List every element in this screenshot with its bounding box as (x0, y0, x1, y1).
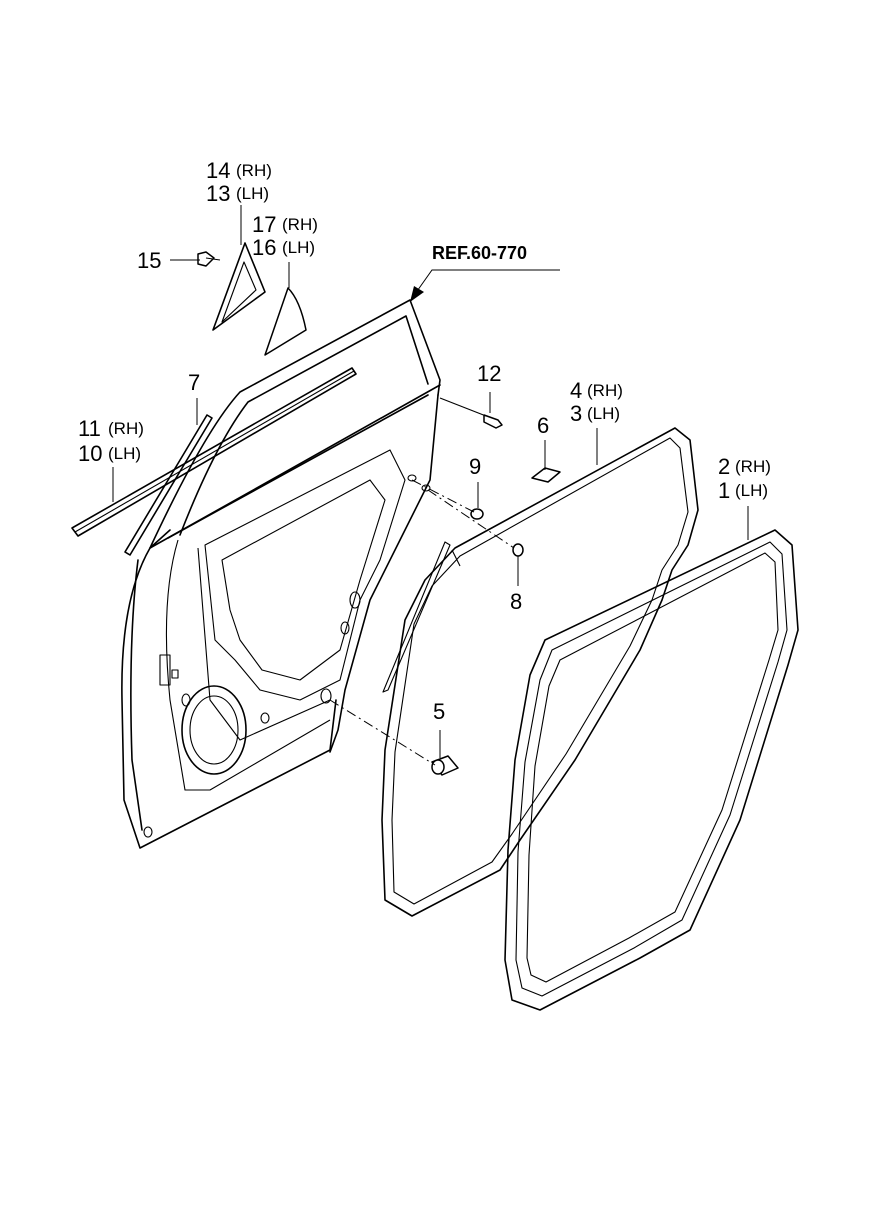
callout-9-num: 9 (469, 454, 481, 479)
callout-5-num: 5 (433, 699, 445, 724)
callout-7-num: 7 (188, 370, 200, 395)
delta-moulding-13-14 (212, 242, 266, 331)
bumper-5 (431, 755, 459, 776)
pad-6 (531, 467, 561, 483)
callout-13-num: 13 (206, 181, 230, 206)
labels: REF.60-770 14 (RH) 13 (LH) 17 (RH) 16 (L… (78, 158, 771, 724)
callout-1-num: 1 (718, 478, 730, 503)
callout-10-side: (LH) (108, 444, 141, 463)
callout-2-side: (RH) (735, 457, 771, 476)
callout-6-num: 6 (537, 413, 549, 438)
callout-14-num: 14 (206, 158, 230, 183)
triangle-cover-16-17 (264, 287, 307, 356)
plug-8 (512, 543, 524, 557)
callout-11-side: (RH) (108, 419, 144, 438)
callout-3-side: (LH) (587, 404, 620, 423)
callout-1-side: (LH) (735, 481, 768, 500)
callout-4-side: (RH) (587, 381, 623, 400)
reference-arrow (410, 286, 424, 302)
leader-lines (112, 205, 749, 758)
plug-9 (470, 508, 484, 520)
callout-4-num: 4 (570, 378, 582, 403)
assembly-lines (329, 479, 515, 766)
belt-moulding-10-11 (71, 367, 357, 537)
channel-strip-7 (124, 414, 213, 556)
callout-17-side: (RH) (282, 215, 318, 234)
callout-16-side: (LH) (282, 238, 315, 257)
callout-16-num: 16 (252, 235, 276, 260)
weatherstrip-1-2 (504, 529, 799, 1011)
callout-8-num: 8 (510, 589, 522, 614)
callout-3-num: 3 (570, 401, 582, 426)
door-panel (121, 299, 441, 849)
callout-14-side: (RH) (236, 161, 272, 180)
reference-label: REF.60-770 (432, 243, 527, 263)
screw-15 (197, 251, 221, 267)
callout-17-num: 17 (252, 212, 276, 237)
callout-10-num: 10 (78, 441, 102, 466)
callout-12-num: 12 (477, 361, 501, 386)
callout-11-num: 11 (78, 416, 101, 441)
bolt-12 (439, 397, 503, 429)
callout-2-num: 2 (718, 454, 730, 479)
weatherstrip-3-4 (381, 427, 699, 917)
callout-15-num: 15 (137, 248, 161, 273)
callout-13-side: (LH) (236, 184, 269, 203)
